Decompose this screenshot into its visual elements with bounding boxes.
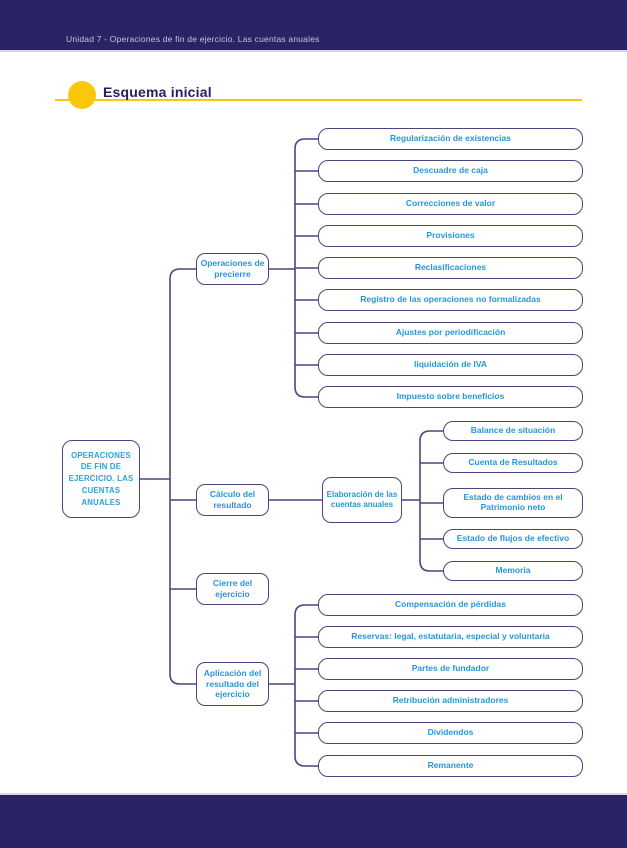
branch-node-calculo-resultado: Cálculo del resultado	[196, 484, 269, 516]
section-title: Esquema inicial	[103, 84, 212, 100]
leaf-node: Retribución administradores	[318, 690, 583, 712]
bullet-circle-icon	[68, 81, 96, 109]
unit-header: Unidad 7 - Operaciones de fin de ejercic…	[66, 34, 320, 44]
branch-node-aplicacion-resultado: Aplicación del resultado del ejercicio	[196, 662, 269, 706]
leaf-node: Compensación de pérdidas	[318, 594, 583, 616]
leaf-node: Estado de flujos de efectivo	[443, 529, 583, 549]
leaf-node: Balance de situación	[443, 421, 583, 441]
bottom-band	[0, 793, 627, 848]
top-band: Unidad 7 - Operaciones de fin de ejercic…	[0, 0, 627, 52]
leaf-node: Registro de las operaciones no formaliza…	[318, 289, 583, 311]
root-node: OPERACIONES DE FIN DE EJERCICIO. LAS CUE…	[62, 440, 140, 518]
leaf-node: liquidación de IVA	[318, 354, 583, 376]
leaf-node: Estado de cambios en el Patrimonio neto	[443, 488, 583, 518]
branch-node-cierre-ejercicio: Cierre del ejercicio	[196, 573, 269, 605]
leaf-node: Ajustes por periodificación	[318, 322, 583, 344]
leaf-node: Correcciones de valor	[318, 193, 583, 215]
branch-node-operaciones-precierre: Operaciones de precierre	[196, 253, 269, 285]
leaf-node: Provisiones	[318, 225, 583, 247]
leaf-node: Cuenta de Resultados	[443, 453, 583, 473]
intermediate-node-elaboracion-cuentas: Elaboración de las cuentas anuales	[322, 477, 402, 523]
yellow-rule	[55, 99, 582, 101]
leaf-node: Regularización de existencias	[318, 128, 583, 150]
leaf-node: Partes de fundador	[318, 658, 583, 680]
leaf-node: Reservas: legal, estatutaria, especial y…	[318, 626, 583, 648]
leaf-node: Impuesto sobre beneficios	[318, 386, 583, 408]
leaf-node: Reclasificaciones	[318, 257, 583, 279]
leaf-node: Memoria	[443, 561, 583, 581]
leaf-node: Descuadre de caja	[318, 160, 583, 182]
leaf-node: Remanente	[318, 755, 583, 777]
leaf-node: Dividendos	[318, 722, 583, 744]
